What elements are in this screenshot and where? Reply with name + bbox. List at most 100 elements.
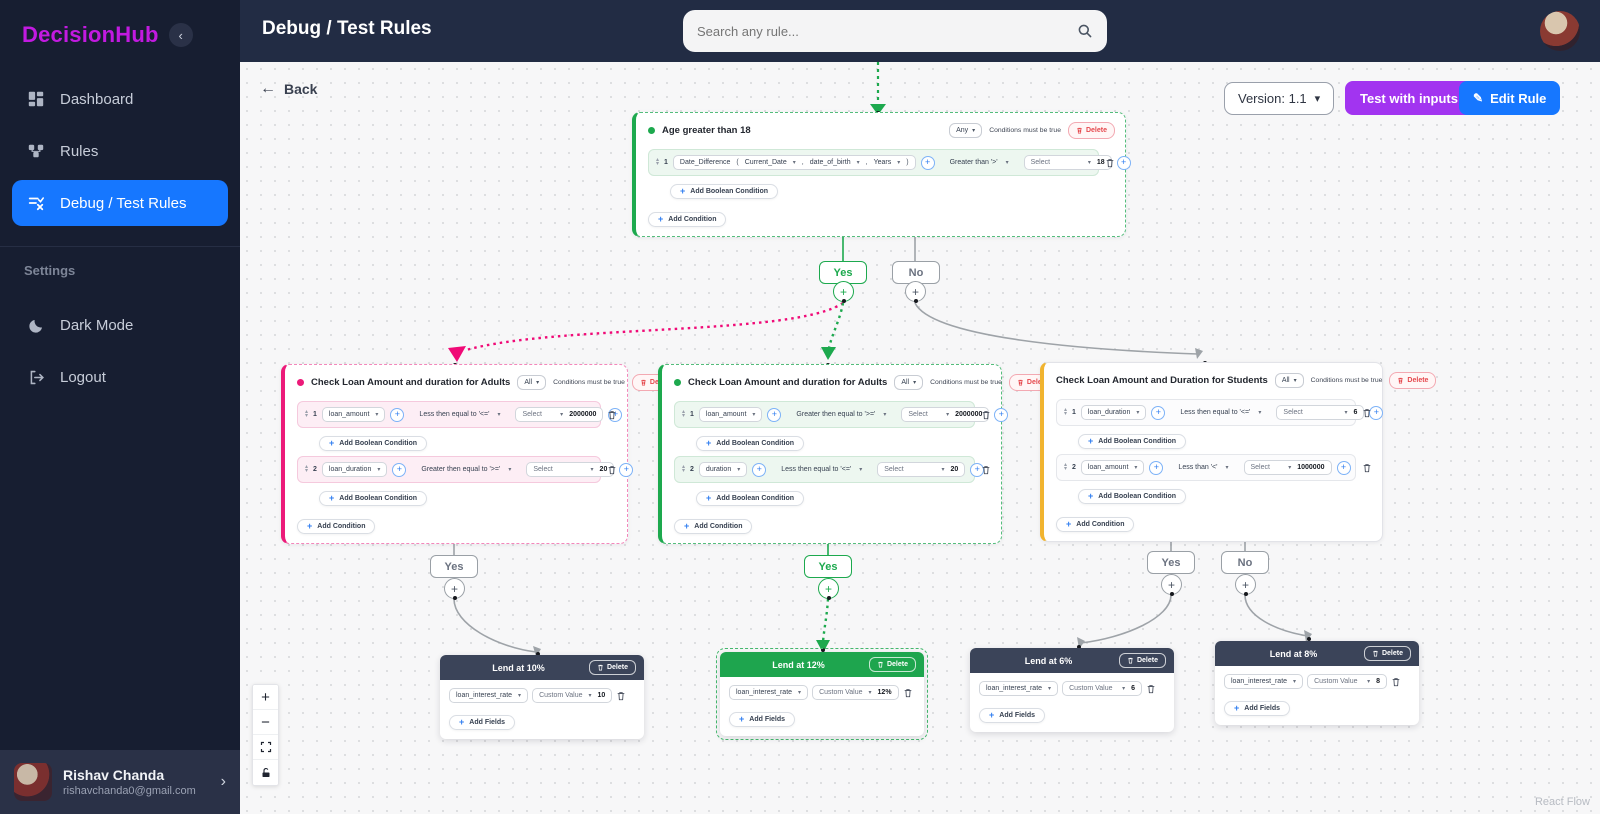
sidebar-item-dark-mode[interactable]: Dark Mode [12, 302, 228, 348]
condition-node-age[interactable]: Age greater than 18 Any Conditions must … [632, 112, 1131, 237]
user-card[interactable]: Rishav Chanda rishavchanda0@gmail.com › [0, 750, 240, 814]
flow-canvas[interactable]: Back Version: 1.1 Test with inputs Edit … [240, 62, 1600, 814]
delete-node-button[interactable]: Delete [588, 660, 636, 675]
add-node-plus-button[interactable] [905, 281, 926, 302]
add-node-plus-button[interactable] [1161, 574, 1182, 595]
sidebar-item-debug-test-rules[interactable]: Debug / Test Rules [12, 180, 228, 226]
fit-view-button[interactable] [253, 735, 278, 760]
add-value-button[interactable] [1369, 405, 1384, 420]
field-select[interactable]: loan_amount [1080, 460, 1145, 475]
drag-handle[interactable] [682, 466, 685, 473]
add-node-plus-button[interactable] [444, 578, 465, 599]
delete-condition-button[interactable] [981, 409, 991, 421]
drag-handle[interactable] [682, 411, 685, 418]
delete-condition-button[interactable] [607, 409, 617, 421]
branch-yes[interactable]: Yes [804, 555, 852, 578]
add-condition-button[interactable]: Add Condition [648, 211, 727, 227]
sidebar-item-dashboard[interactable]: Dashboard [12, 76, 228, 122]
value-select[interactable]: Select 18 [1023, 155, 1112, 170]
field-select[interactable]: loan_interest_rate [979, 681, 1059, 696]
add-boolean-condition-button[interactable]: Add Boolean Condition [319, 490, 428, 506]
delete-node-button[interactable]: Delete [1118, 653, 1166, 668]
operator-select[interactable]: Greater than '>' [945, 159, 1014, 166]
delete-field-button[interactable] [616, 690, 626, 702]
operator-select[interactable]: Less then equal to '<=' [414, 411, 505, 418]
add-expression-button[interactable] [1149, 460, 1164, 475]
match-type-select[interactable]: Any [949, 123, 983, 138]
value-select[interactable]: Select 6 [1276, 405, 1365, 420]
branch-yes[interactable]: Yes [430, 555, 478, 578]
add-expression-button[interactable] [920, 155, 935, 170]
add-boolean-condition-button[interactable]: Add Boolean Condition [696, 490, 805, 506]
add-expression-button[interactable] [390, 407, 405, 422]
add-fields-button[interactable]: Add Fields [729, 711, 796, 727]
match-type-select[interactable]: All [1274, 373, 1304, 388]
add-boolean-condition-button[interactable]: Add Boolean Condition [1078, 433, 1187, 449]
field-select[interactable]: loan_duration [1080, 405, 1147, 420]
add-boolean-condition-button[interactable]: Add Boolean Condition [319, 435, 428, 451]
condition-node-adults-left[interactable]: Check Loan Amount and duration for Adult… [281, 364, 679, 544]
drag-handle[interactable] [656, 159, 659, 166]
lock-button[interactable] [253, 760, 278, 785]
user-expand-button[interactable]: › [221, 773, 226, 791]
value-select[interactable]: Custom Value 10 [532, 688, 613, 703]
output-node-lend-8[interactable]: Lend at 8% Delete loan_interest_rate Cus… [1215, 641, 1419, 725]
field-select[interactable]: loan_duration [321, 462, 388, 477]
add-value-button[interactable] [1116, 155, 1131, 170]
add-expression-button[interactable] [767, 407, 782, 422]
delete-node-button[interactable]: Delete [1067, 122, 1115, 139]
add-boolean-condition-button[interactable]: Add Boolean Condition [1078, 488, 1187, 504]
operator-select[interactable]: Greater then equal to '>=' [416, 466, 516, 473]
delete-node-button[interactable]: Delete [1389, 372, 1437, 389]
search-input[interactable] [697, 23, 1077, 39]
drag-handle[interactable] [1064, 409, 1067, 416]
test-with-inputs-button[interactable]: Test with inputs [1345, 81, 1473, 115]
drag-handle[interactable] [1064, 464, 1067, 471]
add-value-button[interactable] [1336, 460, 1351, 475]
delete-node-button[interactable]: Delete [868, 657, 916, 672]
edit-rule-button[interactable]: Edit Rule [1459, 81, 1561, 115]
field-select[interactable]: loan_amount [321, 407, 386, 422]
field-select[interactable]: loan_amount [698, 407, 763, 422]
operator-select[interactable]: Less than '<' [1173, 464, 1233, 471]
add-value-button[interactable] [619, 462, 634, 477]
function-select[interactable]: Date_Difference( Current_Date, date_of_b… [672, 155, 916, 170]
version-select[interactable]: Version: 1.1 [1224, 82, 1335, 115]
branch-yes[interactable]: Yes [1147, 551, 1195, 574]
add-boolean-condition-button[interactable]: Add Boolean Condition [696, 435, 805, 451]
add-fields-button[interactable]: Add Fields [979, 707, 1046, 723]
branch-no[interactable]: No [1221, 551, 1269, 574]
back-button[interactable]: Back [260, 80, 317, 98]
drag-handle[interactable] [305, 411, 308, 418]
zoom-in-button[interactable]: + [253, 685, 278, 710]
add-node-plus-button[interactable] [818, 578, 839, 599]
add-condition-button[interactable]: Add Condition [1056, 516, 1135, 532]
value-select[interactable]: Custom Value 8 [1307, 674, 1388, 689]
value-select[interactable]: Custom Value 6 [1062, 681, 1143, 696]
delete-field-button[interactable] [1146, 683, 1156, 695]
add-condition-button[interactable]: Add Condition [674, 518, 753, 534]
delete-condition-button[interactable] [981, 464, 991, 476]
delete-field-button[interactable] [903, 687, 913, 699]
add-node-plus-button[interactable] [1235, 574, 1256, 595]
delete-node-button[interactable]: Delete [1363, 646, 1411, 661]
sidebar-item-logout[interactable]: Logout [12, 354, 228, 400]
add-fields-button[interactable]: Add Fields [1224, 700, 1291, 716]
profile-avatar[interactable] [1540, 11, 1580, 51]
add-fields-button[interactable]: Add Fields [449, 714, 516, 730]
drag-handle[interactable] [305, 466, 308, 473]
delete-condition-button[interactable] [1362, 407, 1372, 419]
output-node-lend-6[interactable]: Lend at 6% Delete loan_interest_rate Cus… [970, 648, 1174, 732]
add-expression-button[interactable] [392, 462, 407, 477]
delete-field-button[interactable] [1391, 676, 1401, 688]
sidebar-collapse-button[interactable]: ‹ [168, 23, 193, 47]
add-expression-button[interactable] [752, 462, 767, 477]
add-condition-button[interactable]: Add Condition [297, 518, 376, 534]
field-select[interactable]: loan_interest_rate [449, 688, 529, 703]
sidebar-item-rules[interactable]: Rules [12, 128, 228, 174]
condition-node-students[interactable]: Check Loan Amount and Duration for Stude… [1040, 362, 1437, 542]
field-select[interactable]: duration [698, 462, 748, 477]
zoom-out-button[interactable]: − [253, 710, 278, 735]
add-expression-button[interactable] [1151, 405, 1166, 420]
delete-condition-button[interactable] [607, 464, 617, 476]
